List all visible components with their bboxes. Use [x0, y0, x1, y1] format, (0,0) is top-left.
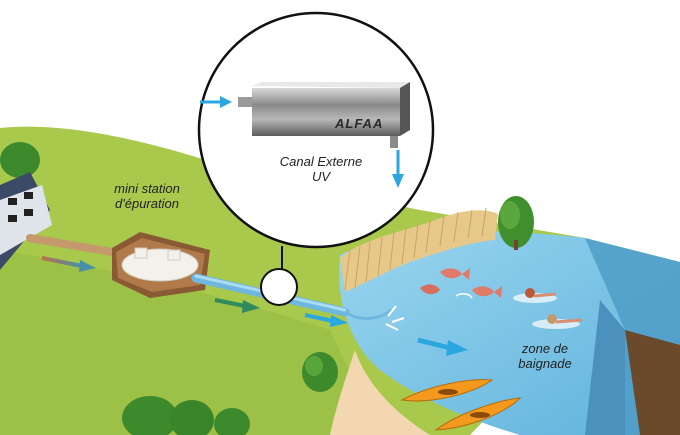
tree-icon [498, 196, 534, 250]
zone-label-line2: baignade [518, 355, 572, 371]
uv-unit-label-line1: Canal Externe [279, 154, 363, 169]
outlet-splash [344, 305, 405, 331]
swimmer-icon [513, 288, 583, 329]
callout-anchor [260, 268, 298, 306]
beach [330, 350, 430, 435]
bush-icon [0, 142, 338, 435]
uv-inlet-arrow [200, 96, 232, 108]
lake [339, 231, 680, 435]
kayak-icon [400, 379, 522, 431]
house-icon [0, 172, 52, 270]
flow-arrow-green [214, 298, 260, 313]
flow-arrow-blue-2 [417, 337, 468, 356]
flow-arrow-blue-1 [304, 313, 348, 327]
zone-label-line1: zone de [521, 341, 569, 356]
uv-unit-label-line2: UV [311, 168, 331, 184]
brand-logo: ALFAA [334, 116, 383, 131]
reeds-icon [340, 207, 498, 292]
uv-unit-label: Canal Externe UV [256, 154, 386, 185]
fish-icon [420, 268, 502, 299]
septic-tank-icon [112, 232, 210, 298]
uv-unit-icon [238, 82, 410, 148]
station-label-text: mini station d'épuration [114, 181, 180, 211]
flow-arrow-in [41, 256, 96, 272]
uv-outlet-arrow [392, 150, 404, 188]
station-label: mini station d'épuration [92, 181, 202, 212]
zone-label: zone de baignade [490, 341, 600, 372]
